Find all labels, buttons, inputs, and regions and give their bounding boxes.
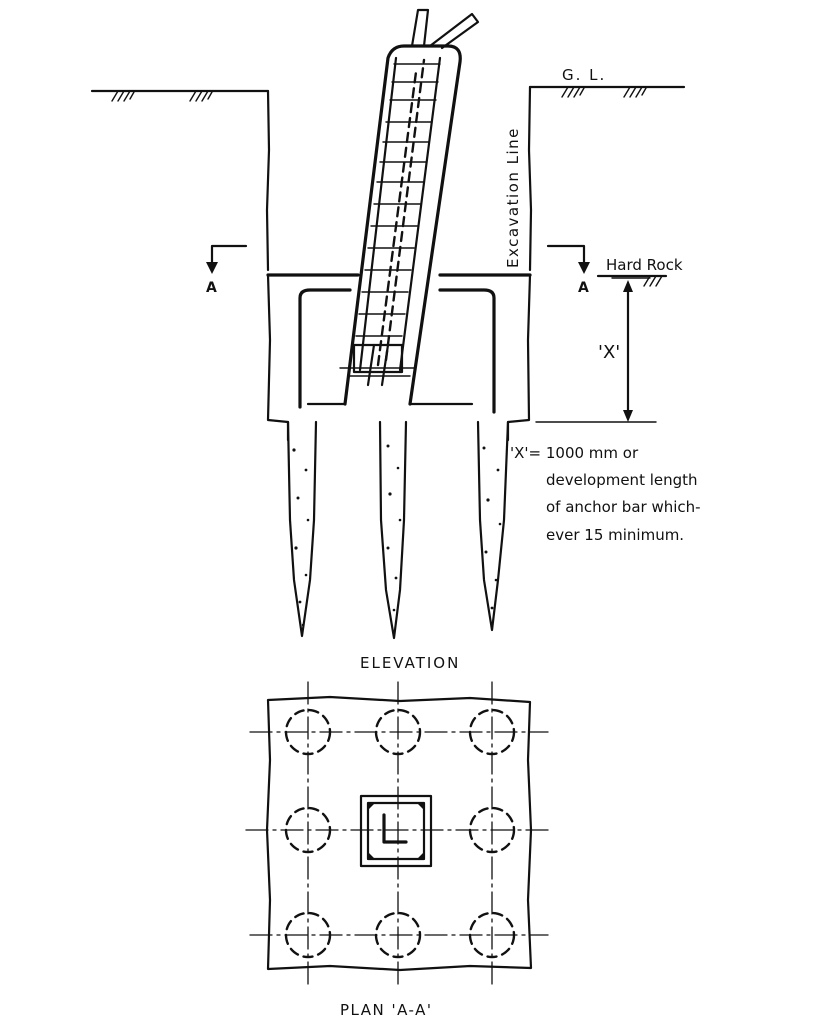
anchor-hole (284, 708, 332, 756)
plan-centre-lines (245, 681, 549, 989)
hard-rock-label: Hard Rock (606, 256, 683, 274)
anchor-hole (468, 911, 516, 959)
concrete-block (298, 288, 496, 414)
note-line-4: ever 15 minimum. (546, 526, 684, 544)
plan-title: PLAN 'A-A' (340, 1001, 433, 1019)
anchor-hole (284, 806, 332, 854)
section-mark-left-label: A (206, 280, 217, 296)
elevation-view (90, 8, 686, 640)
stub-member (339, 8, 480, 406)
anchor-hole (468, 708, 516, 756)
elevation-title: ELEVATION (360, 654, 460, 672)
anchor-pile-right (476, 420, 510, 632)
note-line-1: 'X'= 1000 mm or (510, 444, 639, 462)
excavation-wall-right (527, 85, 533, 272)
plan-anchor-holes (284, 708, 516, 959)
plan-view (245, 681, 549, 989)
anchor-hole (374, 708, 422, 756)
ground-line-right (528, 85, 686, 98)
dimension-x-label: 'X' (598, 342, 620, 363)
note-line-2: development length (546, 471, 698, 489)
ground-level-label: G. L. (562, 66, 606, 84)
plan-stub-section (359, 794, 433, 868)
anchor-hole (284, 911, 332, 959)
plan-outline (265, 695, 533, 972)
dimension-x (535, 277, 657, 423)
section-mark-right-label: A (578, 280, 589, 296)
anchor-hole (468, 806, 516, 854)
section-mark-right (546, 244, 590, 274)
rock-pocket-outline (266, 273, 532, 442)
note-line-3: of anchor bar which- (546, 498, 701, 516)
anchor-hole (374, 911, 422, 959)
excavation-line-label: Excavation Line (504, 127, 522, 268)
anchor-pile-left (286, 420, 318, 638)
anchor-pile-middle (378, 420, 408, 640)
ground-line-left (90, 89, 270, 102)
section-mark-left (206, 244, 248, 274)
excavation-wall-left (265, 89, 271, 272)
